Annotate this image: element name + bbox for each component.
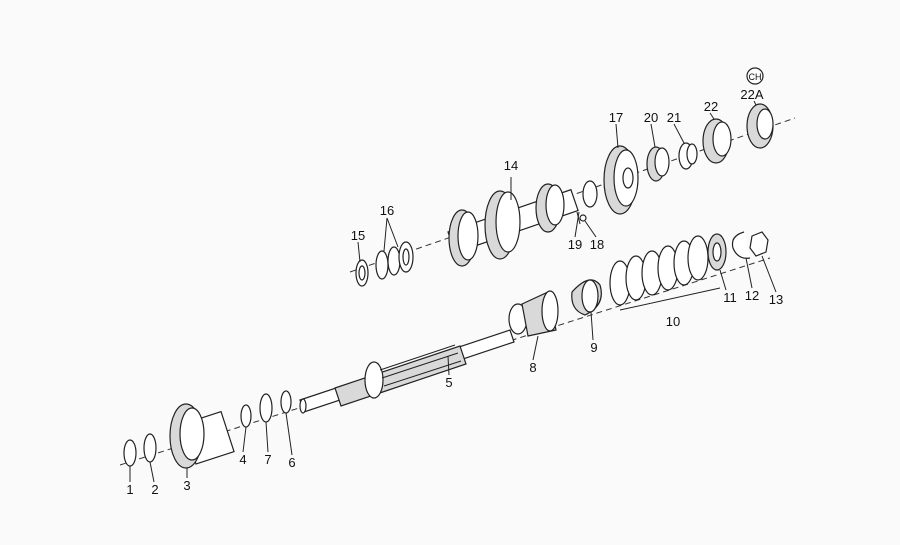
part-8-pinion xyxy=(508,290,559,337)
label-5: 5 xyxy=(445,375,452,390)
part-1-circlip xyxy=(123,439,137,467)
label-13: 13 xyxy=(769,292,783,307)
part-6-ring xyxy=(280,390,292,414)
part-20-needle-bearing xyxy=(646,146,670,182)
part-15-washer xyxy=(355,259,369,287)
label-16: 16 xyxy=(380,203,394,218)
label-11: 11 xyxy=(723,290,737,305)
part-22a-ring-nut xyxy=(746,103,774,149)
label-20: 20 xyxy=(644,110,658,125)
part-7-washer xyxy=(259,393,273,423)
ch-marker xyxy=(746,67,764,85)
label-12: 12 xyxy=(745,288,759,303)
part-2-washer xyxy=(143,433,157,463)
part-3-gear xyxy=(169,403,235,469)
part-9-cam xyxy=(571,279,602,316)
label-15: 15 xyxy=(351,228,365,243)
label-7: 7 xyxy=(264,452,271,467)
part-13-nut xyxy=(749,231,769,257)
part-12-circlip xyxy=(731,231,751,259)
part-21-bushing xyxy=(678,142,698,170)
part-22-sleeve xyxy=(702,118,732,164)
part-17-gear xyxy=(603,145,639,215)
label-21: 21 xyxy=(667,110,681,125)
label-9: 9 xyxy=(590,340,597,355)
part-14-cluster-gear xyxy=(447,180,598,267)
label-4: 4 xyxy=(239,452,246,467)
label-ch: CH xyxy=(749,72,762,82)
leader-lines xyxy=(129,100,777,483)
part-16-shims xyxy=(375,241,414,280)
label-19: 19 xyxy=(568,237,582,252)
part-4-ring xyxy=(240,404,252,428)
label-22a: 22A xyxy=(740,87,763,102)
label-1: 1 xyxy=(126,482,133,497)
label-6: 6 xyxy=(288,455,295,470)
label-22: 22 xyxy=(704,99,718,114)
part-10-spring xyxy=(609,235,709,306)
label-8: 8 xyxy=(529,360,536,375)
label-14: 14 xyxy=(504,158,518,173)
label-2: 2 xyxy=(151,482,158,497)
label-18: 18 xyxy=(590,237,604,252)
label-17: 17 xyxy=(609,110,623,125)
part-11-cup xyxy=(707,233,727,271)
part-5-main-shaft xyxy=(299,329,515,414)
label-10: 10 xyxy=(666,314,680,329)
part-18-19-pin xyxy=(576,211,587,225)
label-3: 3 xyxy=(183,478,190,493)
